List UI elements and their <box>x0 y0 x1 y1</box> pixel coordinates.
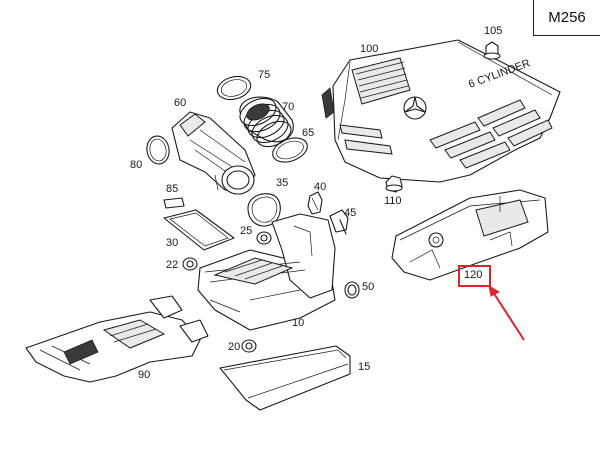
part-grommet-25 <box>256 231 272 245</box>
part-air-duct-120 <box>391 189 549 281</box>
callout-110: 110 <box>384 195 402 207</box>
callout-labels: 100 105 75 60 70 65 80 85 35 40 110 25 4… <box>130 25 502 381</box>
callout-120: 120 <box>464 269 482 281</box>
part-gasket-30 <box>163 209 235 251</box>
callout-40: 40 <box>314 181 326 193</box>
part-grommet-22 <box>182 257 198 271</box>
callout-25: 25 <box>240 225 252 237</box>
part-intake-duct-60 <box>171 111 256 195</box>
part-filter-housing-10 <box>197 213 336 331</box>
part-inlet-duct-90 <box>25 295 209 383</box>
part-engine-cover: 6 CYLINDER <box>321 39 561 183</box>
callout-45: 45 <box>344 207 356 219</box>
part-sensor-45 <box>329 209 349 235</box>
part-gasket-35 <box>247 193 281 227</box>
callout-75: 75 <box>258 69 270 81</box>
model-code-box: M256 <box>533 0 600 36</box>
callout-70: 70 <box>282 101 294 113</box>
part-grommet-20 <box>241 339 257 353</box>
callout-65: 65 <box>302 127 314 139</box>
callout-10: 10 <box>292 317 304 329</box>
highlight-arrow <box>492 291 525 341</box>
part-filter-element-15 <box>219 345 351 411</box>
part-clip-105 <box>483 41 501 60</box>
callout-50: 50 <box>362 281 374 293</box>
callout-30: 30 <box>166 237 178 249</box>
highlight-arrowhead <box>488 284 501 297</box>
model-code-label: M256 <box>548 9 586 26</box>
part-grommet-50 <box>344 281 360 299</box>
callout-80: 80 <box>130 159 142 171</box>
part-corrugated-hose-70 <box>239 96 294 148</box>
callout-60: 60 <box>174 97 186 109</box>
callout-105: 105 <box>484 25 502 37</box>
callout-85: 85 <box>166 183 178 195</box>
callout-90: 90 <box>138 369 150 381</box>
star-badge-icon <box>403 96 427 120</box>
part-seal-80 <box>146 135 170 165</box>
cover-ribs <box>339 99 553 169</box>
part-seal-65 <box>272 137 308 163</box>
part-seal-75 <box>216 75 252 101</box>
callout-35: 35 <box>276 177 288 189</box>
highlight-box <box>458 265 491 287</box>
cover-grille <box>351 57 411 105</box>
part-connector-40 <box>307 191 323 215</box>
callout-100: 100 <box>360 43 378 55</box>
callout-22: 22 <box>166 259 178 271</box>
highlight-annotation <box>458 265 525 341</box>
part-plate-85 <box>163 197 185 209</box>
part-nut-110 <box>385 175 403 193</box>
callout-20: 20 <box>228 341 240 353</box>
callout-15: 15 <box>358 361 370 373</box>
